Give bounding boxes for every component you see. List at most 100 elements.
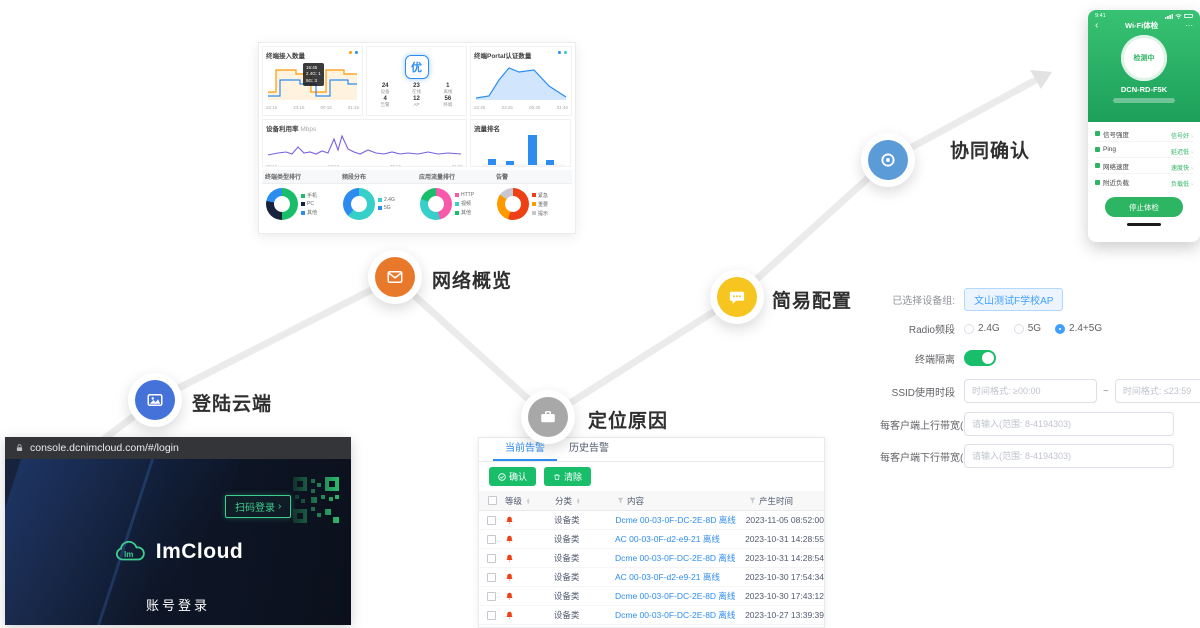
portal-auth-chart: [475, 67, 567, 100]
more-icon[interactable]: ⋯: [1184, 21, 1193, 30]
brand-logo: lm ImCloud: [5, 539, 351, 564]
table-header: 等级 ▲▼ 分类 ▲▼ 内容 产生时间: [479, 491, 824, 511]
table-row[interactable]: 设备类 Dcme 00-03-0F-DC-2E-8D 离线 2023-11-05…: [479, 511, 824, 530]
utilization-chart: [267, 134, 462, 156]
step-confirm-circle: [868, 140, 908, 180]
row-checkbox[interactable]: [487, 610, 497, 620]
isolation-label: 终端隔离: [915, 354, 955, 366]
alarm-content-link[interactable]: AC 00-03-0F-d2-e9-21 离线: [614, 534, 720, 544]
step-network-overview-circle: [375, 257, 415, 297]
uplink-bandwidth-input[interactable]: [964, 412, 1174, 436]
step-confirm-label: 协同确认: [950, 141, 1031, 162]
account-login-label: 账号登录: [145, 598, 210, 613]
alarm-content-link[interactable]: Dcme 00-03-0F-DC-2E-8D 离线: [614, 553, 736, 563]
radio-option-2-4g[interactable]: 2.4G: [964, 323, 1000, 334]
table-row[interactable]: 设备类 AC 00-03-0F-d2-e9-21 离线 2023-10-30 1…: [479, 568, 824, 587]
chat-bubble-icon: [729, 291, 745, 304]
chevron-right-icon: ›: [278, 501, 282, 512]
wifi-ssid: DCN-RD-F5K: [1120, 85, 1168, 94]
filter-funnel-icon[interactable]: [617, 497, 624, 504]
tab-current-alarms[interactable]: 当前告警: [493, 438, 557, 461]
wifi-icon: [1175, 13, 1182, 19]
donut-app-traffic: HTTP 视频 其他: [416, 184, 493, 220]
step-easy-config-circle: [717, 277, 757, 317]
ssid-end-time-input[interactable]: [1114, 379, 1200, 403]
back-icon[interactable]: ‹: [1095, 19, 1099, 31]
alarm-content-link[interactable]: Dcme 00-03-0F-DC-2E-8D 离线: [614, 610, 736, 620]
donut-titles: 终端类型排行 频段分布 应用流量排行 告警: [262, 170, 572, 184]
list-item[interactable]: Ping 延迟低›: [1095, 142, 1193, 158]
device-group-tag[interactable]: 文山测试F学校AP: [964, 288, 1064, 311]
step-network-overview: [368, 250, 422, 304]
alarm-content-link[interactable]: Dcme 00-03-0F-DC-2E-8D 离线: [615, 515, 736, 525]
list-item[interactable]: 信号强度 信号好›: [1095, 126, 1193, 142]
confirm-button[interactable]: 确认: [489, 467, 537, 486]
stop-check-button[interactable]: 停止体检: [1105, 197, 1183, 217]
phone-header: 9:41 ‹ Wi-Fi体检 ⋯: [1088, 10, 1200, 122]
brand-name: ImCloud: [155, 539, 244, 563]
list-item[interactable]: 附近负载 负载低›: [1095, 174, 1193, 190]
chart-legend-dots: [349, 51, 358, 54]
url-text: console.dcnimcloud.com/#/login: [30, 442, 179, 454]
donut-section: 终端类型排行 频段分布 应用流量排行 告警 手机 PC 其他 2: [262, 170, 572, 220]
alarm-content-link[interactable]: Dcme 00-03-0F-DC-2E-8D 离线: [614, 591, 736, 601]
login-page-body: 扫码登录› lm ImCloud 账号登录: [5, 459, 351, 625]
status-icons: [1165, 13, 1193, 19]
sort-icon[interactable]: ▲▼: [576, 496, 581, 505]
table-row[interactable]: 设备类 Dcme 00-03-0F-DC-2E-8D 离线 2023-10-27…: [479, 606, 824, 625]
traffic-bar-chart: [482, 135, 565, 166]
table-row[interactable]: 设备类 Dcme 00-03-0F-DC-2E-8D 离线 2023-10-31…: [479, 549, 824, 568]
status-time: 9:41: [1095, 13, 1106, 19]
donut-chart: [420, 188, 452, 220]
ping-icon: [1095, 147, 1100, 152]
health-check-gauge: 检测中: [1121, 35, 1167, 81]
chart-legend-dots: [558, 51, 567, 54]
donut-band-distribution: 2.4G 5G: [339, 184, 416, 220]
step-locate-cause-label: 定位原因: [588, 411, 669, 432]
radio-option-2-4-5g[interactable]: 2.4+5G: [1055, 323, 1102, 334]
ssid-start-time-input[interactable]: [964, 379, 1097, 403]
uplink-bandwidth-label: 每客户端上行带宽(kbps): [880, 420, 988, 432]
arrowhead-icon: [1030, 70, 1052, 89]
step-locate-cause-circle: [528, 397, 568, 437]
table-row[interactable]: 设备类 Dcme 00-03-0F-DC-2E-8D 离线 2023-10-30…: [479, 587, 824, 606]
chevron-right-icon: ›: [1191, 165, 1193, 172]
row-checkbox[interactable]: [487, 591, 497, 601]
filter-funnel-icon[interactable]: [749, 497, 756, 504]
step-confirm: [861, 133, 915, 187]
signal-bars-icon: [1165, 13, 1173, 19]
downlink-bandwidth-input[interactable]: [964, 444, 1174, 468]
step-login-cloud-circle: [135, 380, 175, 420]
clear-button[interactable]: 清除: [544, 467, 592, 486]
select-all-checkbox[interactable]: [487, 496, 497, 505]
browser-address-bar[interactable]: console.dcnimcloud.com/#/login: [5, 437, 351, 459]
lock-icon: [16, 444, 23, 451]
row-checkbox[interactable]: [487, 534, 497, 544]
nav-bar: ‹ Wi-Fi体检 ⋯: [1088, 19, 1200, 32]
row-checkbox[interactable]: [487, 572, 497, 582]
qr-code-icon: [291, 475, 341, 530]
chart-tooltip: 16:45 2.4G: 1 5G: 3: [303, 63, 324, 86]
alarm-bell-icon: [506, 516, 513, 523]
row-checkbox[interactable]: [487, 553, 497, 563]
list-item[interactable]: 网络速度 速度快›: [1095, 158, 1193, 174]
image-icon: [147, 394, 163, 406]
row-checkbox[interactable]: [487, 515, 497, 525]
radio-option-5g[interactable]: 5G: [1013, 323, 1041, 334]
check-circle-icon: [498, 472, 506, 481]
trash-icon: [554, 473, 560, 480]
device-group-label: 已选择设备组:: [892, 296, 955, 307]
isolation-toggle[interactable]: [964, 350, 996, 366]
step-locate-cause: [521, 390, 575, 444]
table-row[interactable]: 设备类 AC 00-03-0F-d2-e9-21 离线 2023-10-31 1…: [479, 530, 824, 549]
alarm-content-link[interactable]: AC 00-03-0F-d2-e9-21 离线: [614, 572, 720, 582]
ssid-period-label: SSID使用时段: [891, 387, 955, 399]
qr-login-button[interactable]: 扫码登录›: [225, 495, 292, 518]
step-easy-config-label: 简易配置: [772, 291, 853, 312]
sort-icon[interactable]: ▲▼: [526, 496, 531, 505]
tab-history-alarms[interactable]: 历史告警: [569, 443, 609, 454]
